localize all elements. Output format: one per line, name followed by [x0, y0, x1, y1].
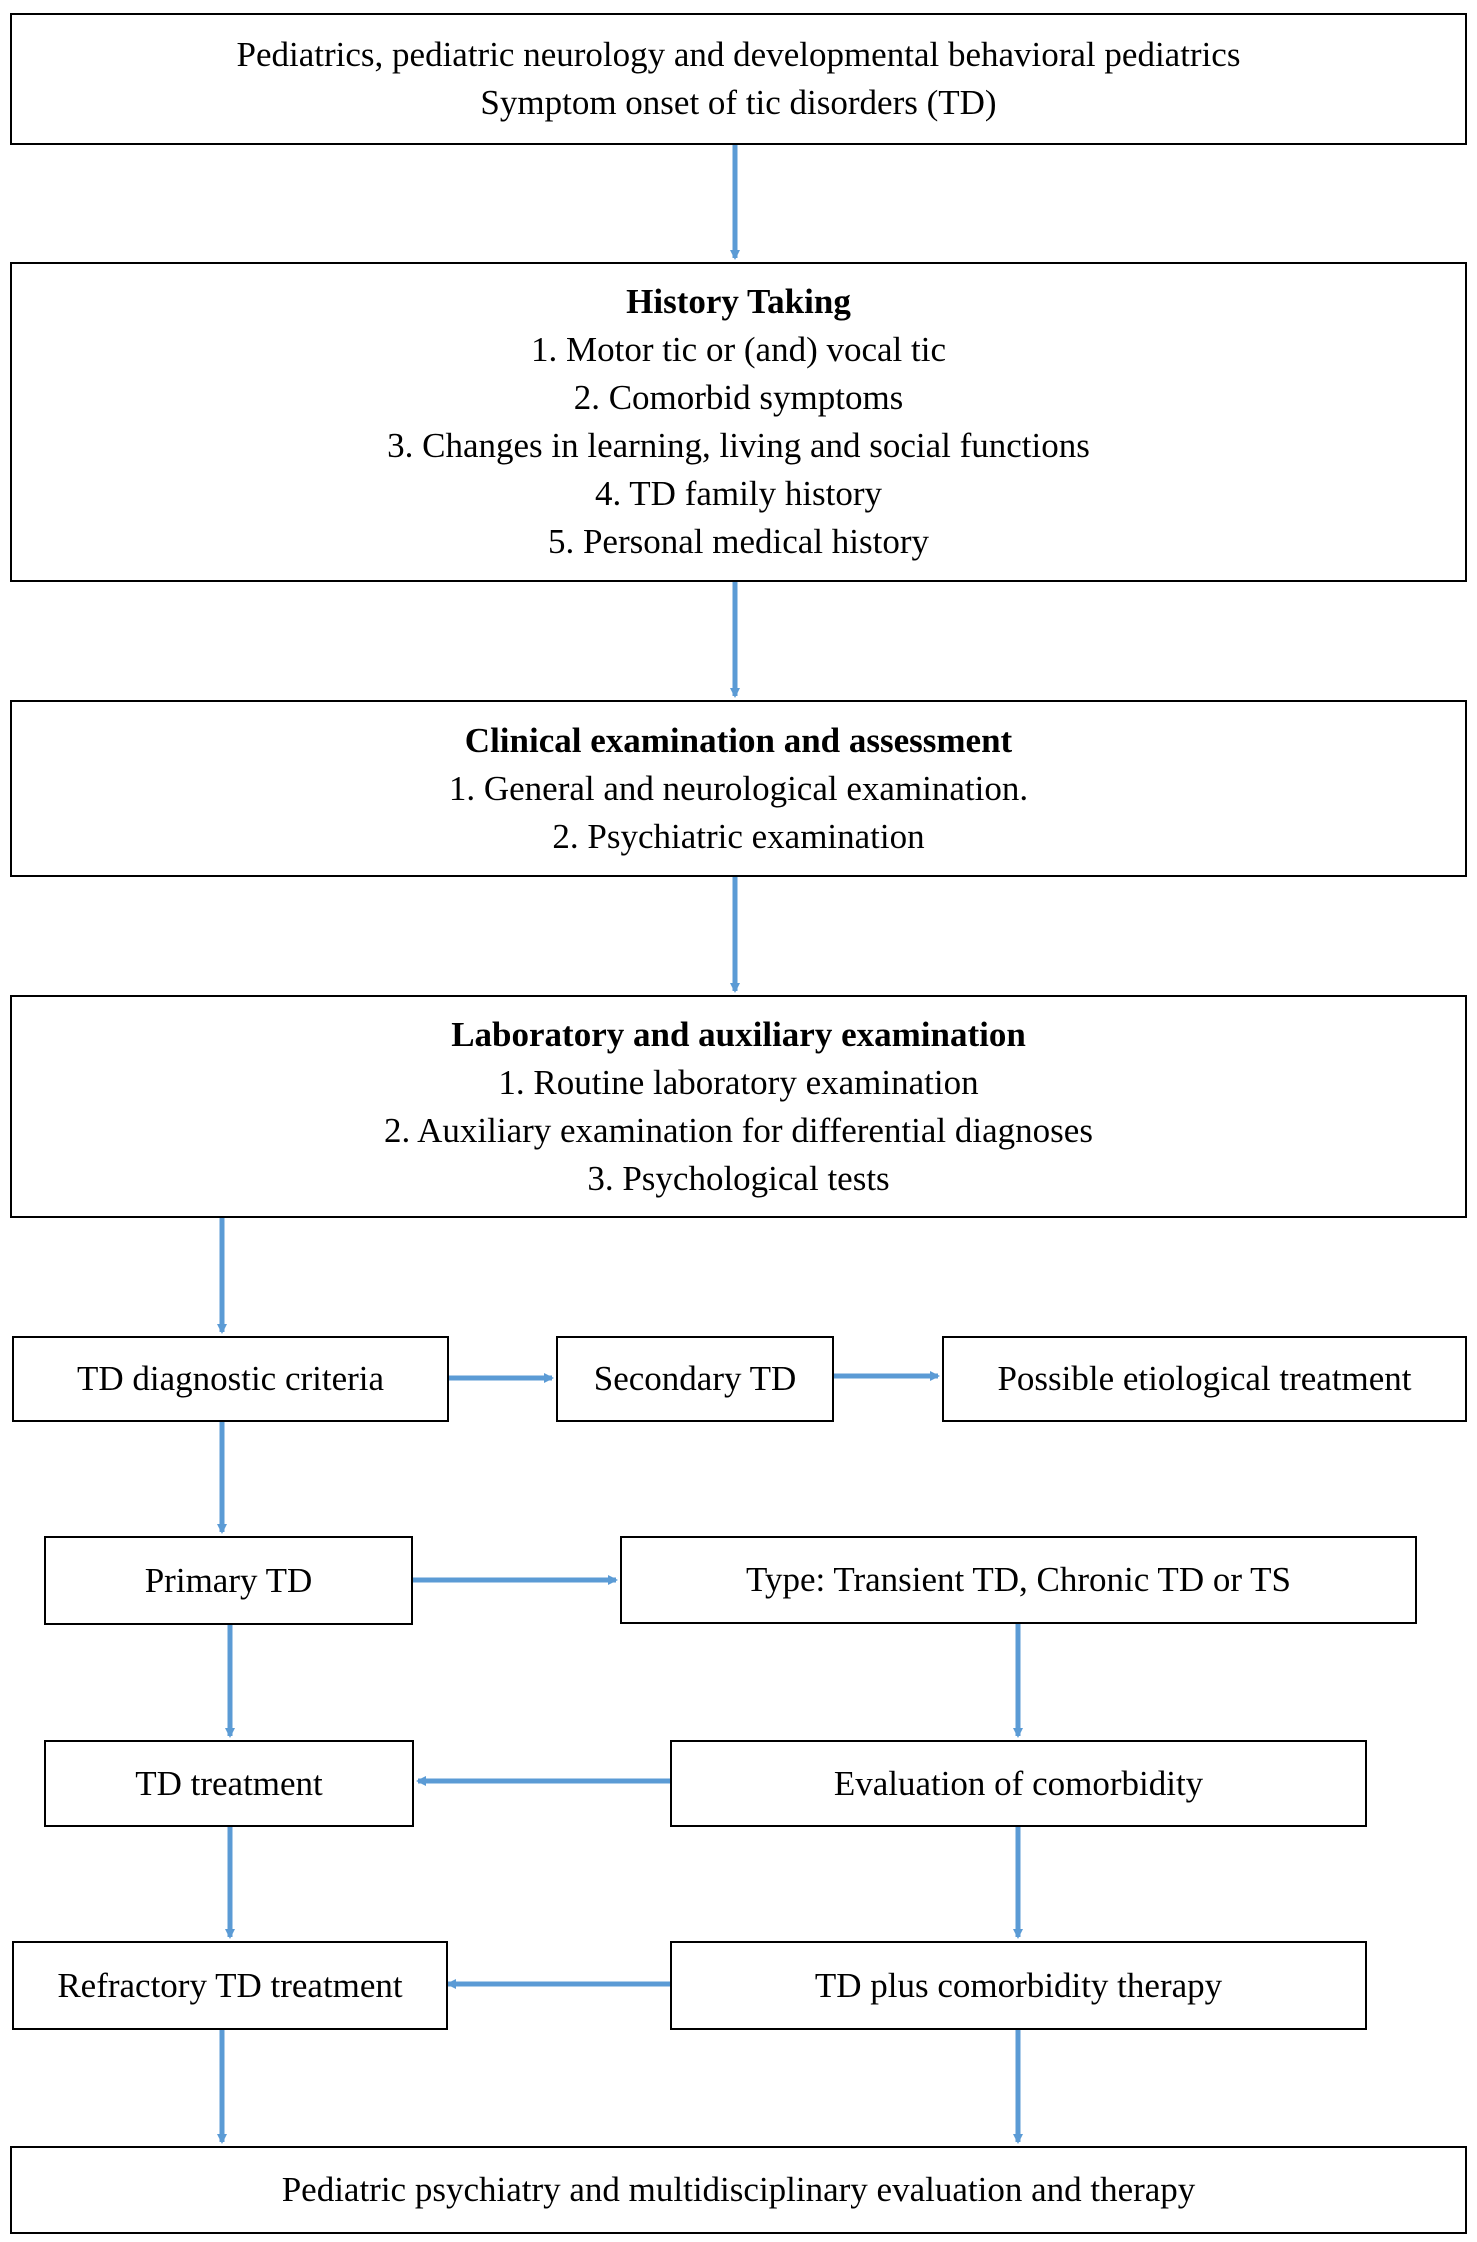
treatment-box: TD treatment	[44, 1740, 414, 1827]
plus-therapy-label: TD plus comorbidity therapy	[814, 1965, 1223, 2005]
clinical-item: 2. Psychiatric examination	[552, 816, 925, 856]
history-box: History Taking 1. Motor tic or (and) voc…	[10, 262, 1467, 582]
clinical-item: 1. General and neurological examination.	[448, 768, 1029, 808]
etiological-box: Possible etiological treatment	[942, 1336, 1467, 1422]
history-item: 3. Changes in learning, living and socia…	[387, 426, 1090, 465]
secondary-box: Secondary TD	[556, 1336, 834, 1422]
clinical-box: Clinical examination and assessment 1. G…	[10, 700, 1467, 877]
type-box: Type: Transient TD, Chronic TD or TS	[620, 1536, 1417, 1624]
laboratory-box: Laboratory and auxiliary examination 1. …	[10, 995, 1467, 1218]
refractory-label: Refractory TD treatment	[57, 1965, 403, 2005]
history-title: History Taking	[626, 282, 851, 321]
comorbidity-eval-label: Evaluation of comorbidity	[833, 1763, 1204, 1803]
final-box: Pediatric psychiatry and multidisciplina…	[10, 2146, 1467, 2234]
treatment-label: TD treatment	[135, 1763, 323, 1803]
final-label: Pediatric psychiatry and multidisciplina…	[281, 2170, 1196, 2209]
history-item: 2. Comorbid symptoms	[573, 378, 904, 417]
secondary-label: Secondary TD	[593, 1359, 797, 1398]
criteria-label: TD diagnostic criteria	[76, 1359, 385, 1398]
history-item: 4. TD family history	[594, 474, 883, 513]
clinical-title: Clinical examination and assessment	[464, 720, 1013, 760]
header-line-2: Symptom onset of tic disorders (TD)	[480, 83, 997, 122]
refractory-box: Refractory TD treatment	[12, 1941, 448, 2030]
plus-therapy-box: TD plus comorbidity therapy	[670, 1941, 1367, 2030]
laboratory-title: Laboratory and auxiliary examination	[451, 1014, 1026, 1054]
criteria-box: TD diagnostic criteria	[12, 1336, 449, 1422]
comorbidity-eval-box: Evaluation of comorbidity	[670, 1740, 1367, 1827]
etiological-label: Possible etiological treatment	[997, 1359, 1412, 1398]
primary-label: Primary TD	[144, 1560, 313, 1600]
history-item: 5. Personal medical history	[547, 522, 930, 561]
laboratory-item: 1. Routine laboratory examination	[498, 1062, 979, 1102]
primary-box: Primary TD	[44, 1536, 413, 1625]
laboratory-item: 2. Auxiliary examination for differentia…	[384, 1110, 1093, 1150]
header-box: Pediatrics, pediatric neurology and deve…	[10, 13, 1467, 145]
history-item: 1. Motor tic or (and) vocal tic	[530, 330, 946, 369]
laboratory-item: 3. Psychological tests	[587, 1158, 890, 1198]
header-line-1: Pediatrics, pediatric neurology and deve…	[236, 35, 1241, 74]
type-label: Type: Transient TD, Chronic TD or TS	[746, 1560, 1291, 1599]
